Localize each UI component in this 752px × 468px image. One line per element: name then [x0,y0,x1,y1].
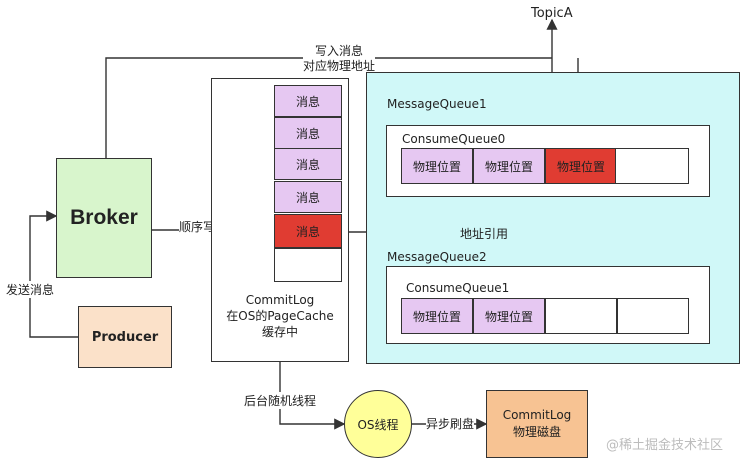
watermark: @稀土掘金技术社区 [606,438,724,453]
write-msg-label: 写入消息 对应物理地址 [303,44,376,74]
mq1-position-cell-3: 物理位置 [545,148,617,184]
commitlog-msg-cell-2: 消息 [274,117,342,149]
commitlog-msg-cell-3: 消息 [274,148,342,180]
send-msg-label: 发送消息 [6,281,55,298]
mq1-empty-cell [615,148,689,184]
commitlog-caption-2: 在OS的PageCache [226,309,334,323]
write-msg-line2: 对应物理地址 [303,59,376,73]
disk-label-1: CommitLog [502,408,572,422]
commitlog-empty-cell [274,248,342,282]
commitlog-msg-cell-1: 消息 [274,85,342,117]
mq2-empty-cell-1 [545,298,617,334]
mq1-position-cell-2: 物理位置 [473,148,545,184]
addr-ref-label: 地址引用 [460,225,509,242]
disk-box: CommitLog 物理磁盘 [486,390,588,458]
bg-thread-label: 后台随机线程 [244,392,317,409]
mq2-position-cell-2: 物理位置 [473,298,545,334]
disk-label-2: 物理磁盘 [512,425,561,439]
os-thread-label: OS线程 [357,417,399,432]
commitlog-caption-1: CommitLog [245,293,315,307]
producer-box: Producer [78,306,172,368]
mq2-empty-cell-2 [617,298,689,334]
mq1-cq-title: ConsumeQueue0 [402,132,506,146]
write-msg-line1: 写入消息 [315,44,364,58]
commitlog-msg-cell-4: 消息 [274,181,342,213]
os-thread-circle: OS线程 [344,390,412,458]
topic-label: TopicA [531,6,573,21]
mq1-position-cell-1: 物理位置 [401,148,473,184]
mq2-position-cell-1: 物理位置 [401,298,473,334]
async-flush-label: 异步刷盘 [426,415,475,432]
mq2-cq-title: ConsumeQueue1 [406,281,510,295]
commitlog-caption-3: 缓存中 [261,325,298,339]
mq2-title: MessageQueue2 [387,250,487,264]
broker-box: Broker [56,158,152,278]
commitlog-caption: CommitLog 在OS的PageCache 缓存中 [211,292,349,340]
broker-label: Broker [70,206,138,229]
commitlog-msg-cell-5: 消息 [274,214,342,248]
producer-label: Producer [91,329,159,345]
mq1-title: MessageQueue1 [387,97,487,111]
